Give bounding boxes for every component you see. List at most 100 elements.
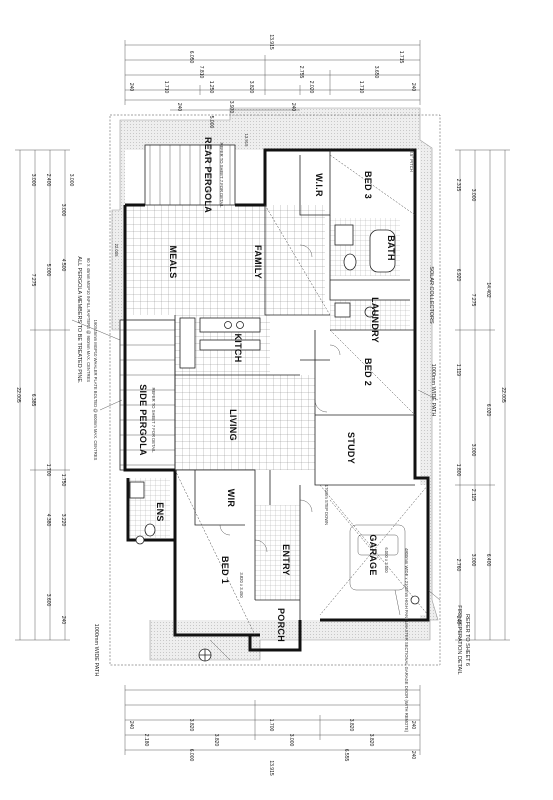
dim-bottom-row3-0: 2.180: [143, 734, 149, 747]
dimension-ticks: [15, 40, 510, 755]
dim-right-overall: 22.005: [500, 387, 506, 403]
dim-top-row3-0: 7.810: [198, 66, 204, 79]
dim-top-row6-0: 5.000: [208, 116, 214, 129]
note-wide-path-left: 1000mm WIDE PATH: [93, 624, 99, 677]
dim-bottom-overall: 13.915: [268, 760, 274, 776]
room-kitch: KITCH: [233, 334, 243, 363]
dim-bottom-row4-1: 3.820: [188, 719, 194, 732]
note-step-down: 170mm STEP DOWN: [324, 485, 329, 525]
dim-right-row3-4: 3.000: [470, 189, 476, 202]
section-marker-symbols: [135, 535, 420, 662]
dim-left-row4-3: 4.500: [60, 259, 66, 272]
dim-top-row4-3: 3.820: [248, 81, 254, 94]
room-size-labels: 13.915 22.005 3.820 x 3.450 6.000 x 3.00…: [114, 134, 389, 599]
wall-label-w1: 13.915: [244, 134, 249, 147]
dim-top-row4-5: 1.710: [358, 81, 364, 94]
kitchen-benches: [179, 317, 261, 369]
dim-bottom-row4-4: 240: [410, 721, 416, 730]
dim-top-row2-0: 6.050: [188, 51, 194, 64]
dim-left-row4-4: 3.000: [60, 204, 66, 217]
dim-right-row3-3: 7.275: [470, 294, 476, 307]
dim-top-row3-1: 2.755: [298, 66, 304, 79]
room-bath: BATH: [386, 235, 396, 261]
dim-top-row4-2: 1.250: [208, 81, 214, 94]
meals-family-tiles: [125, 205, 325, 315]
dim-left-row2-2: 3.000: [30, 174, 36, 187]
room-living: LIVING: [228, 409, 238, 441]
note-fire-separation: FIRE SEPERATION DETAIL: [456, 605, 462, 674]
entry-tiles: [255, 505, 300, 600]
dim-top-row4-6: 240: [410, 83, 416, 92]
dim-right-row4-0: 240: [455, 616, 461, 625]
ensuite-fixtures: [129, 481, 156, 537]
room-study: STUDY: [346, 432, 356, 464]
room-wir-bed1: WIR: [226, 489, 236, 508]
dim-top-row5-1: 3.970: [228, 101, 234, 114]
wall-label-w2: 22.005: [114, 244, 119, 257]
laundry-fixtures: [334, 302, 376, 318]
room-side-pergola-note: REFER TO SHEET 7 FOR DETAIL: [151, 387, 156, 453]
external-walls: [123, 148, 430, 652]
note-fire-refer: REFER TO SHEET 6: [464, 614, 470, 666]
dim-top-row4-1: 1.710: [163, 81, 169, 94]
dim-bottom-row4-3: 3.820: [348, 719, 354, 732]
room-laundry: LAUNDRY: [370, 297, 380, 343]
note-garage-door: 4800mm WIDE x 2100mm HIGH PANELMASTER SE…: [404, 548, 409, 733]
dim-right-row4-1: 2.760: [455, 559, 461, 572]
internal-walls: [174, 150, 415, 620]
dim-bottom-row2-1: 6.555: [343, 749, 349, 762]
dim-top-row3-2: 3.650: [373, 66, 379, 79]
dim-top-row2-1: 1.715: [398, 51, 404, 64]
room-wir-bed3: W.I.R: [314, 173, 324, 197]
note-solar: SOLAR COLLECTORS: [428, 266, 434, 324]
dim-right-row4-5: 2.315: [455, 179, 461, 192]
dim-bottom-row4-0: 240: [128, 721, 134, 730]
dim-bottom-row3-3: 3.820: [368, 734, 374, 747]
side-pergola-rafters: [120, 329, 175, 466]
room-bed2: BED 2: [363, 358, 373, 386]
dimension-lines: [19, 44, 506, 751]
annotation-notes: ALL PERGOLA MEMBERS TO BE TREATED PINE. …: [76, 148, 470, 732]
dim-top-row5-2: 240: [290, 103, 296, 112]
note-roof-pitch: 18.5° PITCH: [409, 148, 414, 172]
dim-left-row3-4: 2.400: [45, 174, 51, 187]
dim-left-row4-2: 1.750: [60, 474, 66, 487]
dim-left-row2-0: 6.385: [30, 394, 36, 407]
room-bed3: BED 3: [363, 171, 373, 199]
rear-pergola-rafters: [149, 145, 231, 205]
dim-top-row6-1: 3.000: [68, 174, 74, 187]
room-entry: ENTRY: [281, 544, 291, 576]
dim-top-row4-4: 2.020: [308, 81, 314, 94]
room-rear-pergola: REAR PERGOLA: [203, 137, 213, 213]
dim-left-row3-3: 5.000: [45, 264, 51, 277]
garage-diagonals: [319, 484, 429, 616]
room-meals: MEALS: [168, 246, 178, 279]
room-family: FAMILY: [253, 245, 263, 279]
dim-bottom-row4-2: 1.700: [268, 719, 274, 732]
dimension-text-left: 22.005 6.385 7.275 3.000 3.600 4.380 1.7…: [15, 174, 66, 625]
room-bed1: BED 1: [220, 556, 230, 584]
site-boundary: [109, 114, 441, 666]
dim-left-row3-1: 4.380: [45, 514, 51, 527]
dim-left-row4-1: 3.220: [60, 514, 66, 527]
dim-left-row4-0: 240: [60, 616, 66, 625]
garage-size: 6.000 x 3.000: [384, 547, 389, 573]
dim-right-row4-4: 6.920: [455, 269, 461, 282]
dimension-text-top: 13.915 6.050 1.715 7.810 2.755 3.650 240…: [68, 34, 416, 186]
dim-bottom-row3-1: 3.820: [213, 734, 219, 747]
dim-left-row2-1: 7.275: [30, 274, 36, 287]
dim-right-row3-2: 3.000: [470, 444, 476, 457]
dim-right-row4-2: 1.800: [455, 464, 461, 477]
room-porch: PORCH: [276, 608, 286, 642]
dim-left-row3-2: 1.700: [45, 464, 51, 477]
dim-top-overall: 13.915: [268, 34, 274, 50]
dim-left-row3-0: 3.600: [45, 594, 51, 607]
bath-fixtures: [334, 224, 396, 273]
dim-top-row5-0: 240: [176, 103, 182, 112]
dim-bottom-row2-2: 240: [410, 751, 416, 760]
note-pergola-spec2: 190X45mm MGP10 WHALER PLATE BOLTED @ 600…: [93, 320, 98, 461]
room-side-pergola: SIDE PERGOLA: [138, 384, 148, 456]
note-wide-path-right: 1000mm WIDE PATH: [430, 364, 436, 417]
garage-car-outline: [349, 524, 406, 591]
